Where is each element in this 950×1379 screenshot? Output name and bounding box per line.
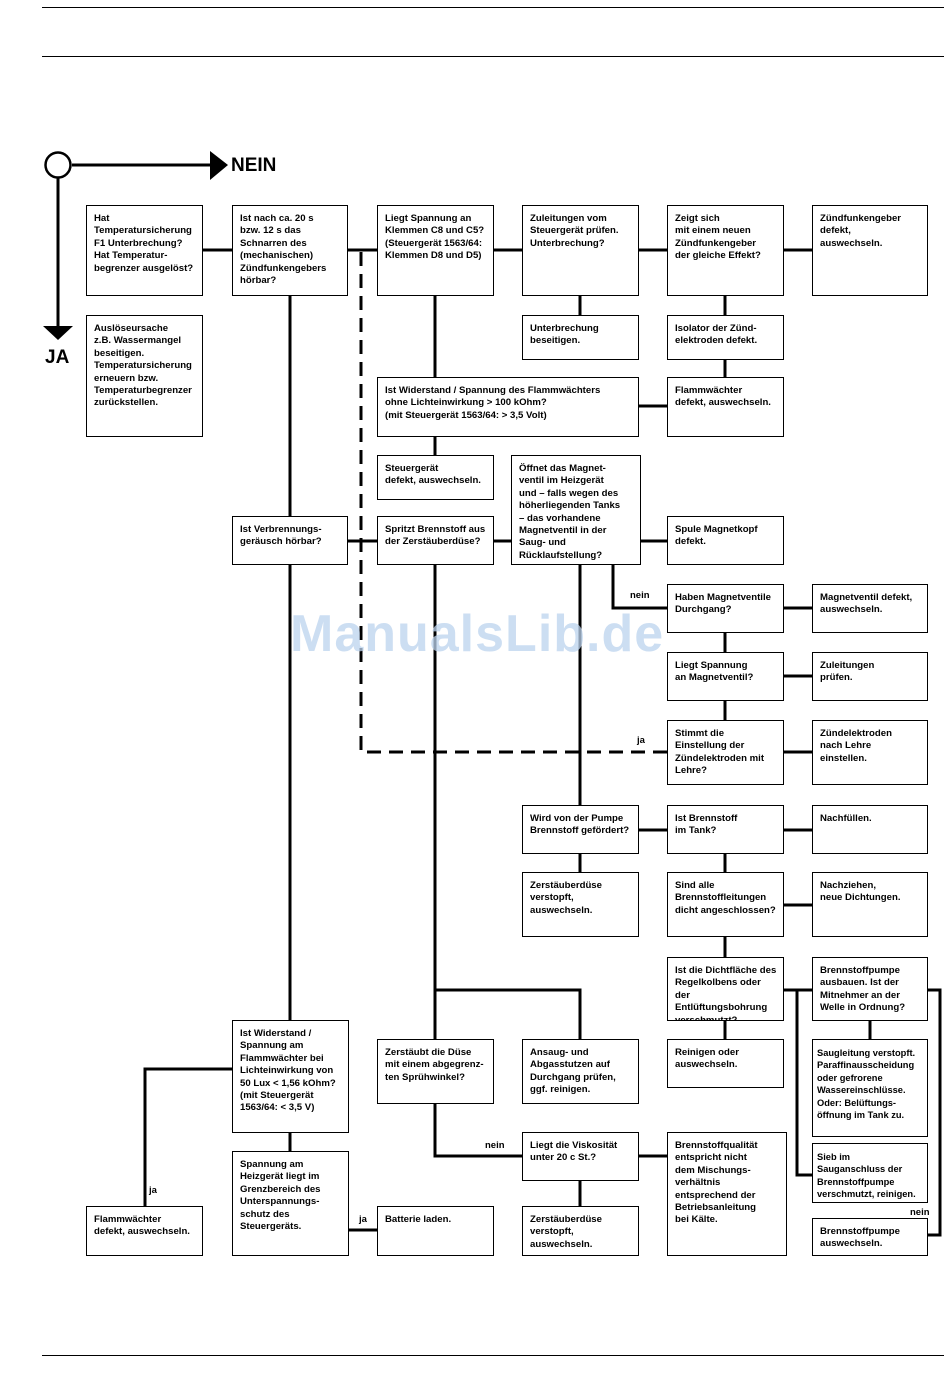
footer-rule — [42, 1355, 944, 1356]
check-supply-lines: Zuleitungen vom Steuergerät prüfen. Unte… — [522, 205, 639, 296]
check-fuel-in-tank: Ist Brennstoff im Tank? — [667, 805, 784, 854]
ja-label: JA — [45, 347, 70, 368]
edge-label-ja: ja — [359, 1214, 367, 1225]
adjust-electrodes: Zündelektroden nach Lehre einstellen. — [812, 720, 928, 785]
clean-suction-strainer: Sieb im Sauganschluss der Brennstoffpump… — [812, 1143, 928, 1203]
check-voltage-terminals: Liegt Spannung an Klemmen C8 und C5? (St… — [377, 205, 494, 296]
charge-battery: Batterie laden. — [377, 1206, 494, 1256]
check-combustion-sound: Ist Verbrennungs- geräusch hörbar? — [232, 516, 348, 565]
start-circle — [44, 151, 72, 179]
check-valve-voltage: Liegt Spannung an Magnetventil? — [667, 652, 784, 701]
check-flame-sensor-dark: Ist Widerstand / Spannung des Flammwächt… — [377, 377, 639, 437]
check-new-igniter: Zeigt sich mit einem neuen Zündfunkengeb… — [667, 205, 784, 296]
nein-label: NEIN — [231, 155, 277, 176]
edge-label-nein: nein — [910, 1207, 930, 1218]
remove-fuel-pump: Brennstoffpumpe ausbauen. Ist der Mitneh… — [812, 957, 928, 1021]
check-viscosity: Liegt die Viskosität unter 20 c St.? — [522, 1132, 639, 1181]
control-unit-defective: Steuergerät defekt, auswechseln. — [377, 455, 494, 500]
clean-or-replace: Reinigen oder auswechseln. — [667, 1039, 784, 1088]
check-fuel-lines: Sind alle Brennstoffleitungen dicht ange… — [667, 872, 784, 937]
edge-label-ja: ja — [149, 1185, 157, 1196]
check-pump-delivery: Wird von der Pumpe Brennstoff gefördert? — [522, 805, 639, 854]
solenoid-valve-defective: Magnetventil defekt, auswechseln. — [812, 584, 928, 633]
electrode-insulator-defective: Isolator der Zünd- elektroden defekt. — [667, 315, 784, 360]
connector-lines — [56, 163, 942, 1237]
edge-label-nein: nein — [485, 1140, 505, 1151]
check-intake-exhaust: Ansaug- und Abgasstutzen auf Durchgang p… — [522, 1039, 639, 1104]
undervoltage-range: Spannung am Heizgerät liegt im Grenzbere… — [232, 1151, 349, 1256]
flame-sensor-defective-2: Flammwächter defekt, auswechseln. — [86, 1206, 203, 1256]
check-flame-sensor-light: Ist Widerstand / Spannung am Flammwächte… — [232, 1020, 349, 1133]
arrow-right-head — [210, 151, 228, 180]
replace-fuel-pump: Brennstoffpumpe auswechseln. — [812, 1218, 928, 1256]
flame-sensor-defective: Flammwächter defekt, auswechseln. — [667, 377, 784, 437]
igniter-defective: Zündfunkengeber defekt, auswechseln. — [812, 205, 928, 296]
check-valve-passage: Haben Magnetventile Durchgang? — [667, 584, 784, 633]
tighten-seals: Nachziehen, neue Dichtungen. — [812, 872, 928, 937]
check-nozzle-spray: Spritzt Brennstoff aus der Zerstäuberdüs… — [377, 516, 494, 565]
nozzle-clogged-2: Zerstäuberdüse verstopft, auswechseln. — [522, 1206, 639, 1256]
check-electrode-setting: Stimmt die Einstellung der Zündelektrode… — [667, 720, 784, 785]
edge-label-ja: ja — [637, 735, 645, 746]
arrow-down-head — [43, 326, 73, 340]
check-temperature-fuse: Hat Temperatursicherung F1 Unterbrechung… — [86, 205, 203, 296]
suction-line-clogged: Saugleitung verstopft. Paraffinausscheid… — [812, 1039, 928, 1137]
check-piston-sealing: Ist die Dichtfläche des Regelkolbens ode… — [667, 957, 784, 1021]
edge-label-nein: nein — [630, 590, 650, 601]
coil-defective: Spule Magnetkopf defekt. — [667, 516, 784, 565]
fuel-quality-mismatch: Brennstoffqualität entspricht nicht dem … — [667, 1132, 787, 1256]
dashed-feedback-line — [359, 250, 667, 754]
fix-interruption: Unterbrechung beseitigen. — [522, 315, 639, 360]
check-spray-angle: Zerstäubt die Düse mit einem abgegrenz- … — [377, 1039, 494, 1104]
check-solenoid-valve: Öffnet das Magnet- ventil im Heizgerät u… — [511, 455, 641, 565]
fix-trip-cause: Auslöseursache z.B. Wassermangel beseiti… — [86, 315, 203, 437]
check-ignition-sound: Ist nach ca. 20 s bzw. 12 s das Schnarre… — [232, 205, 348, 296]
refill: Nachfüllen. — [812, 805, 928, 854]
nozzle-clogged: Zerstäuberdüse verstopft, auswechseln. — [522, 872, 639, 937]
check-supply-lines-2: Zuleitungen prüfen. — [812, 652, 928, 701]
header-rule — [42, 56, 944, 57]
top-rule — [42, 7, 944, 8]
